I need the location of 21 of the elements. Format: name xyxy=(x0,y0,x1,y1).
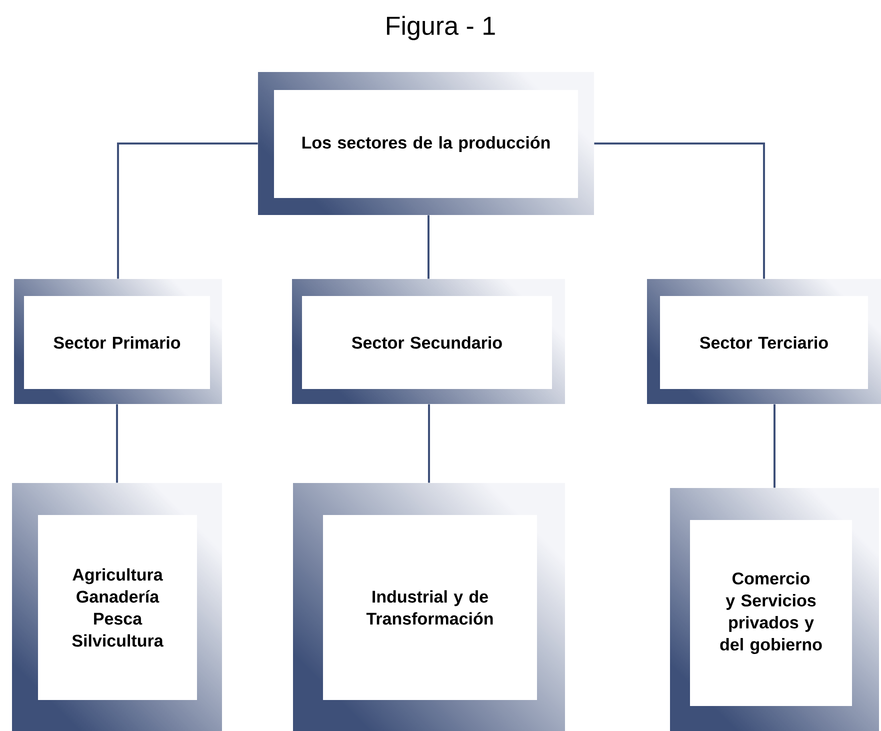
figure-title: Figura - 1 xyxy=(387,16,495,40)
box-label: Sector Secundario xyxy=(352,336,502,349)
sector-box xyxy=(24,296,210,389)
box-label: Sector Primario xyxy=(54,336,180,349)
connector-line xyxy=(594,142,765,279)
connector-line xyxy=(117,142,258,279)
sector-box xyxy=(302,296,552,389)
box-label: Los sectores de la producción xyxy=(302,136,550,152)
box-label: Agricultura Ganadería Pesca Silvicultura xyxy=(72,568,164,647)
connector-line xyxy=(428,215,430,279)
box-label: Comercio y Servicios privados y del gobierno xyxy=(720,572,822,654)
connector-line xyxy=(116,404,118,483)
sector-box xyxy=(323,514,537,700)
sector-box xyxy=(274,90,578,198)
box-label: Sector Terciario xyxy=(700,336,828,349)
connector-line xyxy=(774,404,776,488)
sector-box xyxy=(690,520,852,706)
sector-box xyxy=(660,296,868,389)
box-label: Industrial y de Transformación xyxy=(366,590,493,625)
sector-box xyxy=(38,514,197,700)
connector-line xyxy=(428,404,430,483)
